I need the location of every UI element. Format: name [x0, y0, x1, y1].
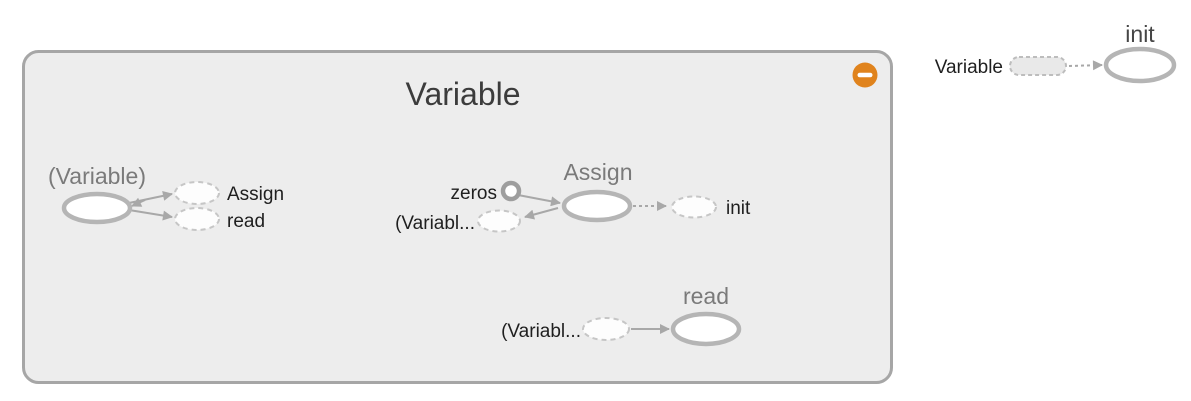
node-title-variable-op: (Variable) — [48, 163, 146, 189]
node-group-assign: Assign zeros (Variabl... init — [395, 159, 751, 234]
const-node-zeros[interactable] — [500, 180, 522, 202]
node-ellipse-init[interactable] — [1103, 46, 1177, 84]
edge-assign-to-variable-ref — [524, 207, 559, 220]
edge-variable-to-read-annotation — [128, 209, 173, 221]
annotation-label-read: read — [227, 211, 265, 232]
annotation-label-assign: Assign — [227, 184, 284, 205]
annotation-ellipse-assign[interactable] — [174, 181, 220, 205]
annotation-label-variable-external: Variable — [935, 57, 1003, 78]
node-ellipse-variable-op[interactable] — [61, 191, 133, 225]
namespace-group-variable: Variable (Variable) Assign read Assign z… — [22, 50, 893, 384]
annotation-ellipse-init[interactable] — [671, 195, 717, 219]
annotation-ellipse-read[interactable] — [174, 207, 220, 231]
namespace-title: Variable — [405, 76, 520, 112]
annotation-label-init: init — [726, 198, 751, 219]
node-title-init: init — [1125, 21, 1155, 47]
node-ellipse-read[interactable] — [670, 311, 742, 347]
node-group-read: read (Variabl... — [501, 283, 742, 347]
collapse-namespace-button[interactable] — [852, 62, 878, 88]
node-group-external-init: init Variable — [935, 21, 1177, 84]
node-title-read: read — [683, 283, 729, 309]
annotation-label-variable-ref-read: (Variabl... — [501, 321, 581, 342]
annotation-label-variable-ref: (Variabl... — [395, 213, 475, 234]
edge-variable-to-init — [1068, 60, 1103, 71]
edge-zeros-to-assign — [517, 194, 561, 207]
node-group-variable-op: (Variable) Assign read — [48, 163, 284, 232]
annotation-ellipse-variable-ref-read[interactable] — [582, 317, 630, 341]
annotation-ellipse-variable-ref[interactable] — [477, 209, 521, 233]
node-ellipse-assign[interactable] — [561, 189, 633, 223]
namespace-proxy-variable[interactable] — [1009, 56, 1067, 76]
minus-icon — [857, 72, 873, 78]
namespace-box[interactable] — [22, 50, 893, 384]
edge-assign-back-to-variable — [131, 197, 146, 207]
annotation-label-zeros: zeros — [451, 183, 497, 204]
node-title-assign: Assign — [563, 159, 632, 185]
